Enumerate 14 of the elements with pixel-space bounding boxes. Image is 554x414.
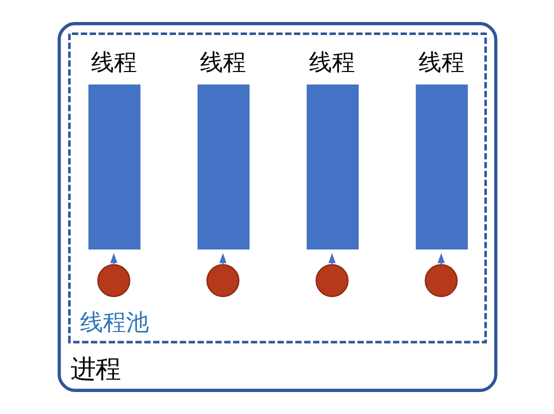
node-circle [424,264,458,298]
arrow [437,252,444,265]
node-box [415,84,468,250]
node-box [197,84,250,250]
node-label: 线程 [308,50,355,76]
arrow [110,252,117,265]
node-circle [206,264,239,298]
node-circle [96,264,130,298]
node-box [88,84,140,250]
node-label: 线程 [200,50,246,76]
node-box [306,84,358,250]
node-label: 线程 [90,50,136,76]
node-circle [315,264,348,298]
node-label: 线程 [418,50,464,76]
